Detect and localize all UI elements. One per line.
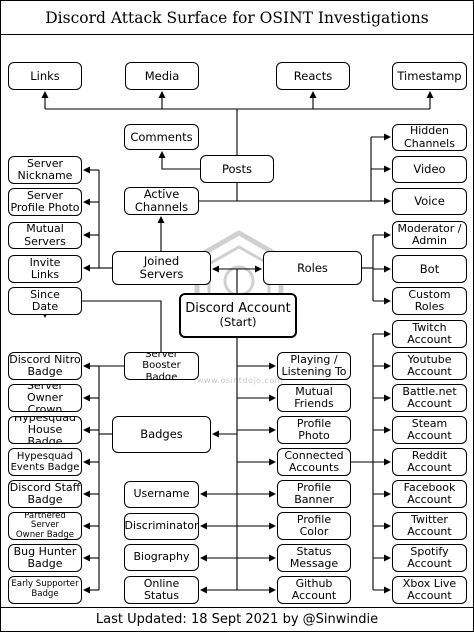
node-mutual-servers[interactable]: Mutual Servers <box>8 222 82 249</box>
node-bug-hunter-badge[interactable]: Bug Hunter Badge <box>8 544 82 572</box>
node-hypesquad-house-badge[interactable]: Hypesquad House Badge <box>8 416 82 444</box>
node-spotify-account[interactable]: Spotify Account <box>392 544 467 572</box>
node-voice[interactable]: Voice <box>392 188 467 215</box>
node-discord-account-start[interactable]: Discord Account (Start) <box>179 293 297 338</box>
diagram-title: Discord Attack Surface for OSINT Investi… <box>45 9 429 27</box>
node-server-nickname[interactable]: Server Nickname <box>8 156 82 184</box>
node-steam-account[interactable]: Steam Account <box>392 416 467 444</box>
node-reacts[interactable]: Reacts <box>276 62 350 90</box>
node-links[interactable]: Links <box>8 62 82 90</box>
node-twitter-account[interactable]: Twitter Account <box>392 512 467 540</box>
node-comments[interactable]: Comments <box>124 124 199 150</box>
node-discord-staff-badge[interactable]: Discord Staff Badge <box>8 480 82 508</box>
node-discriminator[interactable]: Discriminator <box>124 513 199 540</box>
node-moderator-admin[interactable]: Moderator / Admin <box>392 221 467 249</box>
node-status-message[interactable]: Status Message <box>277 544 351 572</box>
node-reddit-account[interactable]: Reddit Account <box>392 448 467 476</box>
node-facebook-account[interactable]: Facebook Account <box>392 480 467 508</box>
node-playing-listening-to[interactable]: Playing / Listening To <box>277 352 351 380</box>
discord-account-label: Discord Account <box>185 300 291 316</box>
arrow-to-comments <box>158 151 200 170</box>
node-connected-accounts[interactable]: Connected Accounts <box>277 448 351 476</box>
node-active-channels[interactable]: Active Channels <box>124 187 199 215</box>
node-badges[interactable]: Badges <box>112 416 211 453</box>
node-bot[interactable]: Bot <box>392 255 467 283</box>
node-roles[interactable]: Roles <box>263 251 362 285</box>
watermark-text: www.osintdojo.com <box>197 376 284 385</box>
node-github-account[interactable]: Github Account <box>277 576 351 604</box>
node-joined-servers[interactable]: Joined Servers <box>112 251 211 285</box>
node-custom-roles[interactable]: Custom Roles <box>392 287 467 315</box>
node-server-profile-photo[interactable]: Server Profile Photo <box>8 188 82 216</box>
node-discord-nitro-badge[interactable]: Discord Nitro Badge <box>8 352 82 380</box>
footer-divider <box>1 607 473 608</box>
footer-credit: Last Updated: 18 Sept 2021 by @Sinwindie <box>95 612 379 627</box>
node-profile-color[interactable]: Profile Color <box>277 512 351 540</box>
node-twitch-account[interactable]: Twitch Account <box>392 320 467 348</box>
node-online-status[interactable]: Online Status <box>124 576 199 604</box>
connector-active-posts <box>199 183 238 202</box>
node-youtube-account[interactable]: Youtube Account <box>392 352 467 380</box>
node-timestamp[interactable]: Timestamp <box>392 62 467 90</box>
node-profile-photo[interactable]: Profile Photo <box>277 416 351 444</box>
node-early-supporter-badge[interactable]: Early Supporter Badge <box>8 576 82 604</box>
connector-booster-since <box>45 300 162 352</box>
node-server-owner-crown[interactable]: Server Owner Crown <box>8 384 82 412</box>
node-media[interactable]: Media <box>125 62 199 90</box>
node-xbox-live-account[interactable]: Xbox Live Account <box>392 576 467 604</box>
node-username[interactable]: Username <box>124 481 199 508</box>
node-video[interactable]: Video <box>392 156 467 183</box>
node-partnered-server-owner-badge[interactable]: Partnered Server Owner Badge <box>8 512 82 540</box>
node-mutual-friends[interactable]: Mutual Friends <box>277 384 351 412</box>
arrow-to-joined <box>212 265 238 293</box>
title-divider <box>1 34 473 35</box>
node-posts[interactable]: Posts <box>200 155 274 183</box>
node-server-booster-badge[interactable]: Server Booster Badge <box>124 352 199 380</box>
node-hypesquad-events-badge[interactable]: Hypesquad Events Badge <box>8 448 82 476</box>
node-since-date[interactable]: Since Date <box>8 287 82 315</box>
node-battlenet-account[interactable]: Battle.net Account <box>392 384 467 412</box>
node-biography[interactable]: Biography <box>124 544 199 571</box>
start-label: (Start) <box>219 315 257 330</box>
node-hidden-channels[interactable]: Hidden Channels <box>392 124 467 151</box>
node-invite-links[interactable]: Invite Links <box>8 255 82 283</box>
node-profile-banner[interactable]: Profile Banner <box>277 480 351 508</box>
